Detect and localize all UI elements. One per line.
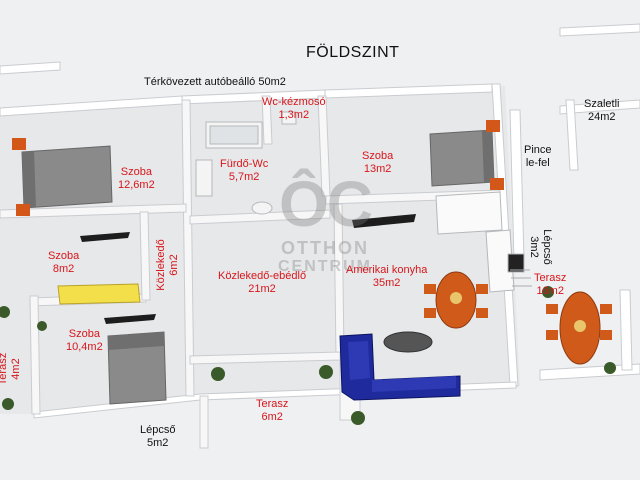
room-terrace-bottom: Terasz 6m2	[256, 398, 288, 424]
room-wc: Wc-kézmosó 1,3m2	[262, 96, 326, 122]
sofa	[339, 331, 461, 401]
room-bed-middle-left: Szoba 8m2	[48, 250, 79, 276]
bed-top-left	[12, 138, 113, 216]
room-bed-bottom-left-area: 10,4m2	[66, 341, 103, 353]
room-bed-top-right-area: 13m2	[363, 163, 392, 175]
room-bath: Fürdő-Wc 5,7m2	[220, 158, 268, 184]
room-bed-top-right-label: Szoba	[362, 150, 394, 162]
room-bed-top-right: Szoba 13m2	[362, 150, 393, 176]
plants	[0, 286, 616, 425]
room-terrace-bottom-area: 6m2	[261, 411, 283, 423]
room-bed-top-left-area: 12,6m2	[118, 179, 155, 191]
room-bed-middle-left-label: Szoba	[48, 250, 80, 262]
room-bed-middle-left-area: 8m2	[52, 263, 75, 275]
house-floor	[0, 86, 520, 414]
room-terrace-bottom-label: Terasz	[256, 398, 289, 410]
bed-bottom-left	[107, 331, 167, 405]
room-stair-right-label: Lépcső	[541, 229, 553, 265]
room-corridor-dining-label: Közlekedő-ebédlő	[218, 270, 307, 282]
outside-pince: Pince le-fel	[524, 144, 552, 170]
room-kitchen: Amerikai konyha 35m2	[346, 264, 427, 290]
outside-szaletli: Szaletli 24m2	[584, 98, 619, 124]
mattress-middle-left	[57, 283, 141, 305]
outside-stair-label: Lépcső	[140, 424, 176, 436]
room-corridor-dining: Közlekedő-ebédlő 21m2	[218, 270, 306, 296]
bathroom-fixtures	[195, 111, 297, 215]
room-corridor-small: Közlekedő 6m2	[155, 237, 181, 293]
terrace-table-right	[546, 291, 612, 365]
outside-pince-sub: le-fel	[525, 157, 550, 169]
outside-stair-area: 5m2	[147, 437, 169, 449]
tv-units	[80, 214, 416, 324]
outside-stair: Lépcső 5m2	[140, 424, 175, 450]
room-terrace-right: Terasz 16m2	[534, 272, 566, 298]
watermark: ÔC OTTHON CENTRUM	[260, 170, 390, 276]
room-kitchen-label: Amerikai konyha	[346, 264, 428, 276]
room-corridor-dining-area: 21m2	[248, 283, 276, 295]
bed-top-right	[429, 120, 504, 190]
room-corridor-small-label: Közlekedő	[155, 239, 167, 291]
room-terrace-right-area: 16m2	[536, 285, 564, 297]
watermark-line1: OTTHON	[281, 238, 369, 258]
room-corridor-small-area: 6m2	[168, 254, 180, 276]
kitchen-counter	[435, 191, 525, 293]
room-terrace-right-label: Terasz	[534, 272, 567, 284]
room-bed-bottom-left-label: Szoba	[68, 328, 100, 340]
outside-szaletli-label: Szaletli	[584, 98, 620, 110]
room-stair-right-area: 3m2	[528, 236, 540, 258]
room-stair-right: Lépcső 3m2	[527, 227, 553, 267]
floor-title: FÖLDSZINT	[306, 44, 400, 61]
outside-pince-label: Pince	[524, 144, 552, 156]
stairs-right	[510, 269, 532, 287]
room-terrace-left: Terasz 4m2	[0, 347, 23, 391]
watermark-logo: ÔC	[279, 168, 373, 240]
room-bath-area: 5,7m2	[228, 171, 260, 183]
room-bed-bottom-left: Szoba 10,4m2	[66, 328, 103, 354]
room-bed-top-left: Szoba 12,6m2	[118, 166, 155, 192]
room-bath-label: Fürdő-Wc	[220, 158, 269, 170]
room-terrace-left-label: Terasz	[0, 352, 9, 386]
outside-szaletli-area: 24m2	[587, 111, 616, 123]
parking-label: Térkövezett autóbeálló 50m2	[144, 76, 286, 88]
dining-table-kitchen	[424, 271, 488, 329]
room-terrace-left-area: 4m2	[10, 358, 22, 380]
room-wc-area: 1,3m2	[278, 109, 310, 121]
room-wc-label: Wc-kézmosó	[262, 96, 326, 108]
room-kitchen-area: 35m2	[372, 277, 401, 289]
room-bed-top-left-label: Szoba	[120, 166, 152, 178]
watermark-line2: CENTRUM	[278, 258, 372, 275]
